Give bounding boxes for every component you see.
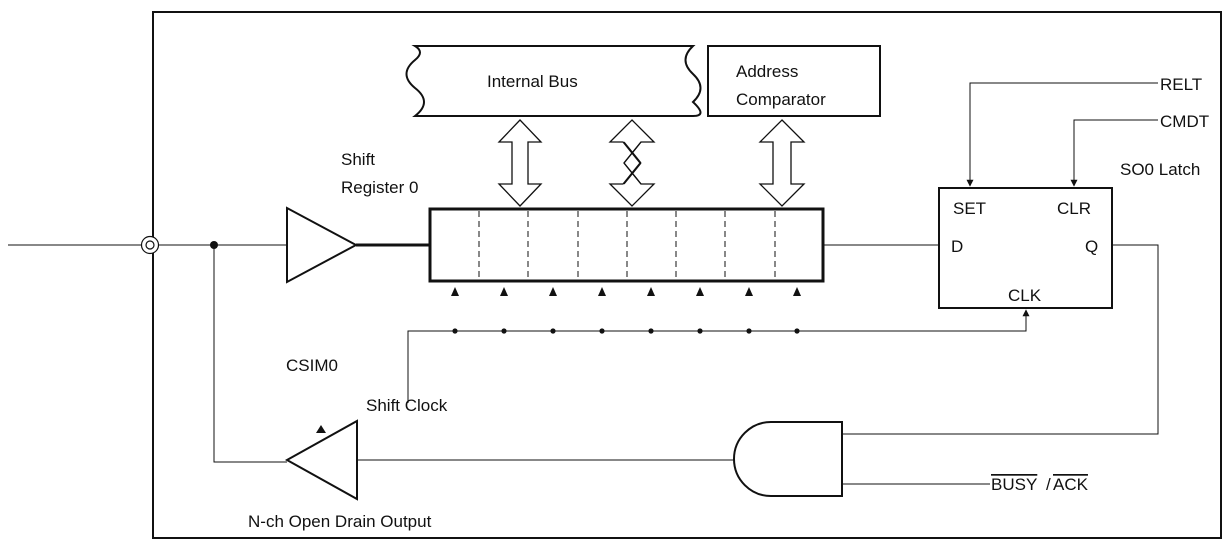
- shift-register-label-line2: Register 0: [341, 178, 418, 197]
- and-gate: [733, 421, 843, 497]
- latch-clr-label: CLR: [1057, 199, 1091, 218]
- busy-label: BUSY: [991, 475, 1037, 494]
- open-drain-output-buffer: [284, 419, 358, 501]
- busy-ack-label: BUSY / ACK: [991, 475, 1089, 494]
- address-comparator-label-line2: Comparator: [736, 90, 826, 109]
- latch-q-label: Q: [1085, 237, 1098, 256]
- shift-register-label-line1: Shift: [341, 150, 375, 169]
- cmdt-line: [1070, 119, 1158, 187]
- feedback-wire: [213, 245, 287, 463]
- address-comparator-label-line1: Address: [736, 62, 798, 81]
- relt-label: RELT: [1160, 75, 1202, 94]
- comparator-to-register-arrow: [758, 119, 806, 207]
- crossed-bus-arrow: [608, 119, 656, 207]
- cmdt-label: CMDT: [1160, 112, 1209, 131]
- address-comparator: [707, 45, 881, 117]
- shift-clock-taps: [452, 328, 800, 334]
- csim0-label: CSIM0: [286, 356, 338, 375]
- bus-to-register-arrow: [497, 119, 543, 207]
- latch-set-label: SET: [953, 199, 986, 218]
- latch-d-label: D: [951, 237, 963, 256]
- relt-line: [966, 82, 1158, 187]
- input-buffer: [286, 206, 359, 284]
- chip-boundary: [152, 11, 1222, 539]
- open-drain-indicator: [316, 425, 326, 433]
- crossed-bus-arrow-cross4: [623, 162, 642, 185]
- clock-pointers: [451, 287, 801, 296]
- crossed-bus-arrow-cross2: [623, 141, 642, 164]
- shift-register-cell-dividers: [478, 211, 776, 279]
- open-drain-label: N-ch Open Drain Output: [248, 512, 432, 531]
- ack-label: ACK: [1053, 475, 1089, 494]
- busy-ack-slash: /: [1046, 475, 1051, 494]
- shift-clock-line: [407, 309, 1030, 403]
- internal-bus-label: Internal Bus: [487, 72, 578, 91]
- so0-latch-label: SO0 Latch: [1120, 160, 1200, 179]
- q-output-line: [842, 244, 1159, 435]
- latch-clk-label: CLK: [1008, 286, 1042, 305]
- internal-bus: [405, 45, 702, 117]
- pin-terminal-inner: [145, 240, 155, 250]
- so0-latch: [938, 187, 1113, 309]
- shift-clock-label: Shift Clock: [366, 396, 448, 415]
